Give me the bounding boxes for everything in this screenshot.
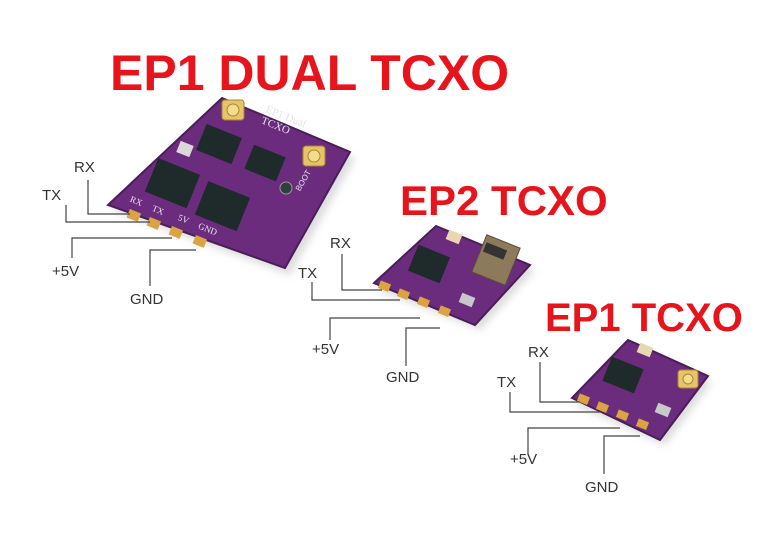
ep2-gnd-label: GND (386, 369, 420, 386)
ep1-dual-tx-label: TX (42, 187, 62, 204)
ep2-rx-label: RX (330, 235, 351, 252)
chip-icon (196, 123, 242, 165)
ufl-connector-icon (302, 145, 326, 167)
ep1-dual-gnd-label: GND (130, 291, 164, 308)
ep2-board (372, 224, 535, 330)
ep1-5v-label: +5V (510, 451, 538, 468)
antenna-icon (471, 234, 521, 286)
chip-icon (602, 356, 644, 394)
ep1-dual-board (106, 96, 355, 275)
ep2-title: EP2 TCXO (400, 177, 608, 224)
ep1-dual-title: EP1 DUAL TCXO (110, 45, 510, 101)
ufl-connector-icon (221, 99, 245, 121)
pinout-leader-lines (65, 180, 640, 474)
chip-icon (194, 181, 251, 232)
chip-icon (407, 244, 451, 284)
ep1-dual-5v-label: +5V (52, 263, 80, 280)
ufl-connector-icon (677, 369, 699, 389)
ep2-5v-label: +5V (312, 341, 340, 358)
ep1-tx-label: TX (497, 374, 517, 391)
chip-icon (244, 144, 286, 182)
ep1-rx-label: RX (528, 344, 549, 361)
ep1-dual-rx-label: RX (74, 159, 95, 176)
chip-icon (144, 158, 201, 209)
ep1-title: EP1 TCXO (545, 296, 743, 340)
boot-button-icon (279, 181, 293, 195)
ep1-gnd-label: GND (585, 479, 619, 496)
ep2-tx-label: TX (298, 265, 318, 282)
ep1-board (570, 338, 712, 445)
